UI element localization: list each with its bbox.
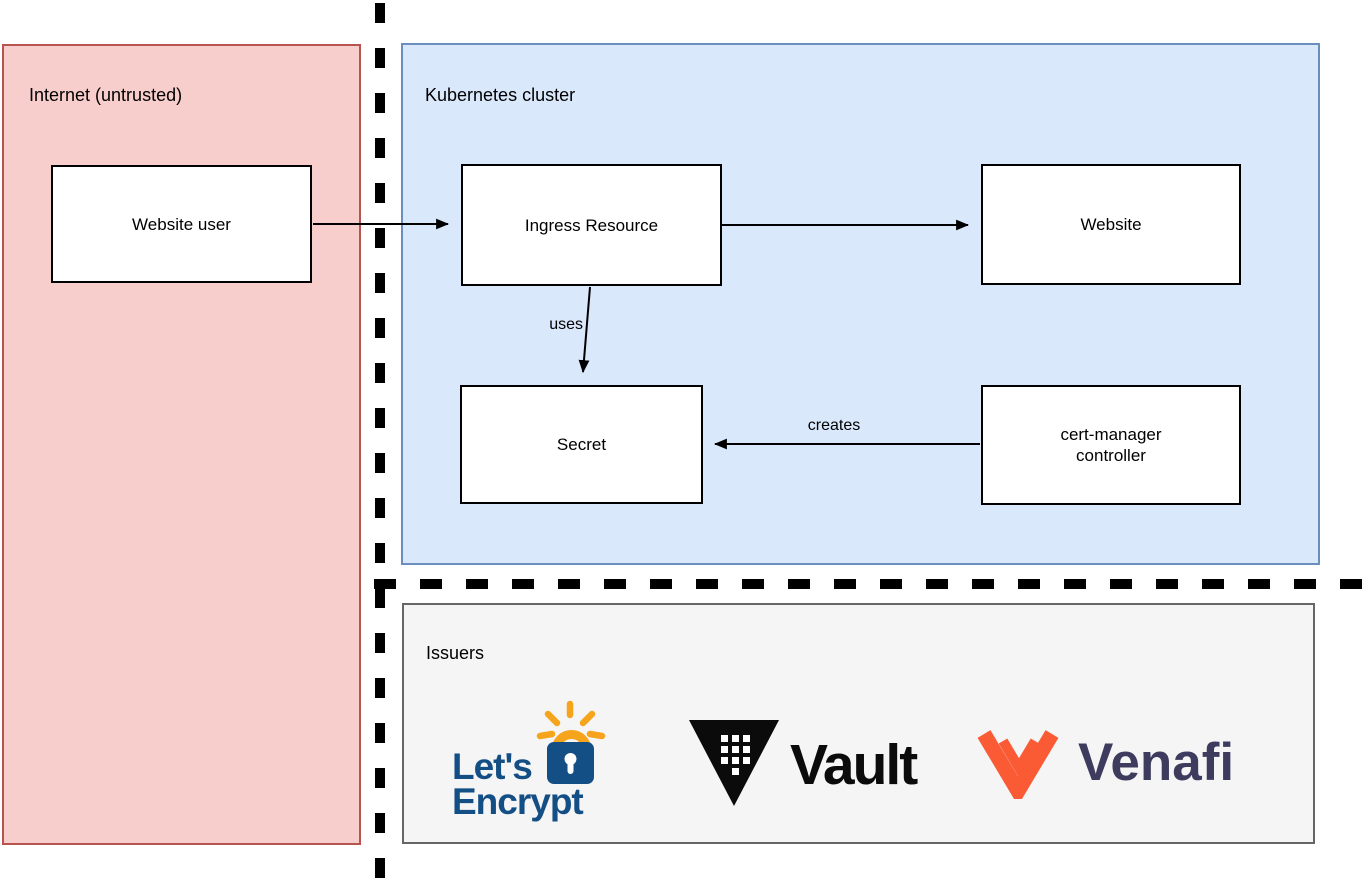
lets-encrypt-logo-line1: Let's [452, 746, 533, 787]
edge-label-uses: uses [549, 316, 583, 333]
internet-region-label: Internet (untrusted) [29, 85, 183, 105]
lets-encrypt-logo-line2: Encrypt [452, 781, 584, 822]
issuers-region-label: Issuers [426, 643, 485, 663]
node-ingress-resource: Ingress Resource [461, 164, 722, 286]
node-ingress-resource-label: Ingress Resource [524, 215, 659, 235]
node-secret: Secret [460, 385, 703, 504]
node-cert-manager-controller-label: cert-manager controller [1060, 425, 1162, 465]
node-website: Website [981, 164, 1241, 285]
node-secret-label: Secret [556, 435, 607, 454]
vault-logo-text: Vault [790, 733, 918, 797]
node-website-label: Website [1080, 215, 1142, 234]
node-cert-manager-controller: cert-manager controller [981, 385, 1241, 505]
node-website-user: Website user [51, 165, 312, 283]
venafi-logo-text: Venafi [1078, 733, 1235, 792]
kubernetes-cluster-region-label: Kubernetes cluster [425, 85, 576, 105]
node-website-user-label: Website user [132, 214, 231, 234]
edge-label-creates: creates [807, 417, 861, 434]
